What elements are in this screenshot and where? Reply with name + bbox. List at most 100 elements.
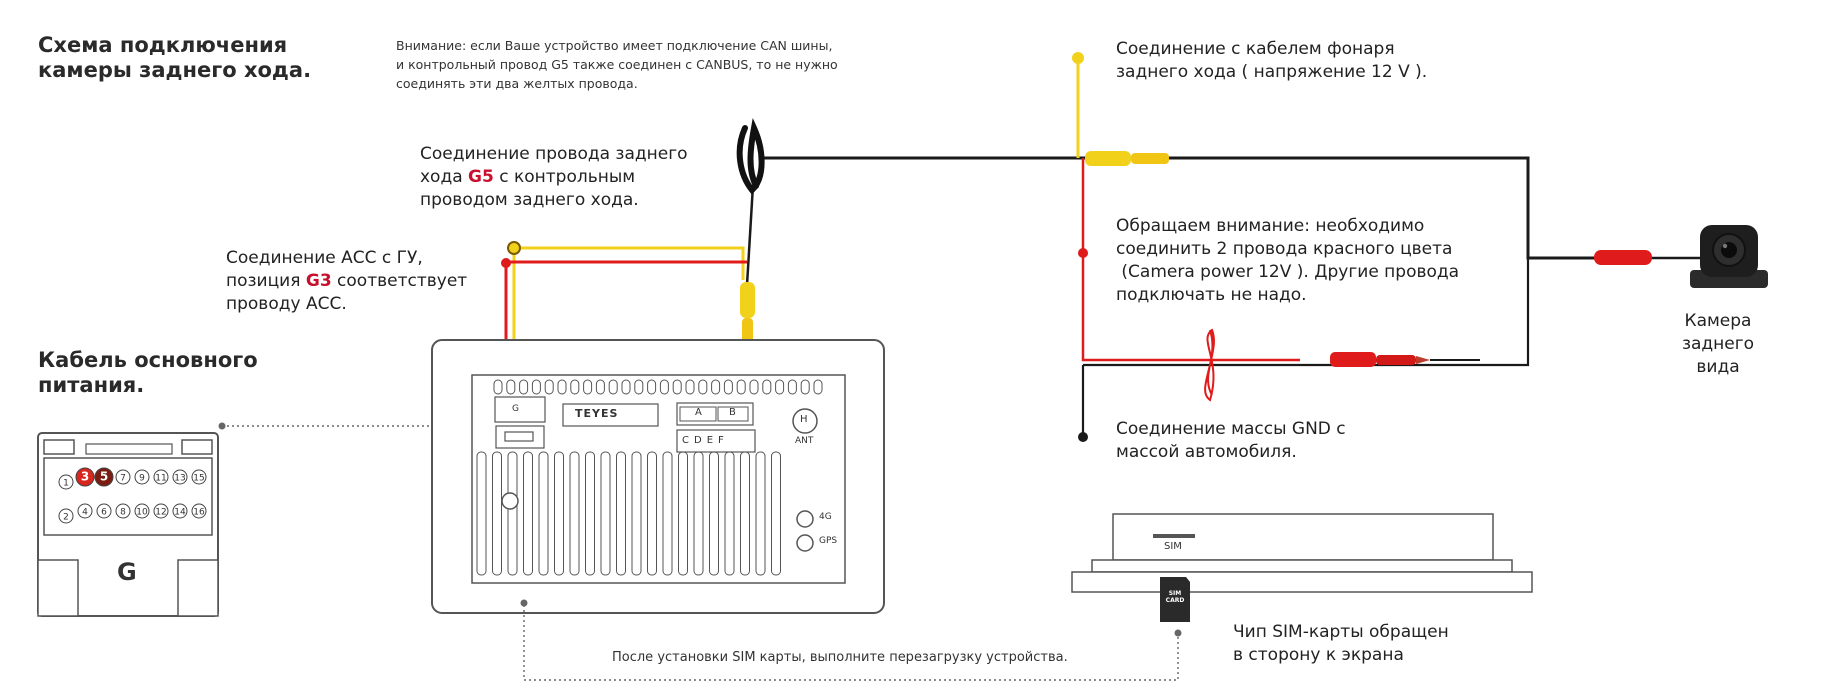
- vent-slot: [787, 379, 797, 395]
- vent-slot: [476, 451, 487, 576]
- port-b-label: B: [729, 407, 736, 418]
- sim-dotted-lead: [523, 605, 1179, 681]
- vent-slot: [662, 451, 673, 576]
- yellow-acc-point: [507, 241, 521, 255]
- vent-slot: [531, 379, 541, 395]
- vent-slot: [775, 379, 785, 395]
- vent-slot: [621, 379, 631, 395]
- sim-chip-note-line1: Чип SIM-карты обращен: [1233, 622, 1449, 642]
- vent-slots-bottom: [476, 451, 781, 576]
- acc-note: Соединение АСС с ГУ, позиция G3 соответс…: [226, 247, 467, 316]
- camera-label-line2: вида: [1696, 357, 1740, 377]
- can-bus-warning: Внимание: если Ваше устройство имеет под…: [396, 36, 838, 93]
- connector-pin-label-4: 4: [82, 508, 88, 518]
- vent-slot: [506, 379, 516, 395]
- sim-lead-dot-tray: [1174, 629, 1182, 637]
- port-g-label: G: [512, 404, 519, 414]
- warning-line1: Внимание: если Ваше устройство имеет под…: [396, 38, 833, 53]
- vent-slot: [544, 379, 554, 395]
- camera-red-connector: [1594, 250, 1652, 265]
- connector-pin-5: [94, 467, 114, 487]
- red-point: [1078, 248, 1088, 258]
- connector-pin-label-13: 13: [174, 474, 185, 484]
- sim-lead-dot-unit: [520, 599, 528, 607]
- vent-slot: [723, 379, 733, 395]
- vent-slot: [736, 379, 746, 395]
- main-cable-title-line2: питания.: [38, 373, 145, 397]
- connector-pin-12: [153, 503, 169, 519]
- yellow-connector-vertical-top: [740, 282, 755, 318]
- gnd-note-line2: массой автомобиля.: [1116, 442, 1297, 462]
- warning-line2: и контрольный провод G5 также соединен с…: [396, 57, 838, 72]
- black-wire-gnd: [1083, 258, 1530, 367]
- main-cable-title: Кабель основного питания.: [38, 348, 258, 398]
- vent-slot: [693, 451, 704, 576]
- vent-slot: [570, 379, 580, 395]
- vent-slot: [678, 451, 688, 576]
- rear-camera: [1690, 225, 1768, 288]
- rear-light-note-line1: Соединение с кабелем фонаря: [1116, 39, 1395, 59]
- diagram-title-line1: Схема подключения: [38, 33, 288, 57]
- connector-pin-label-9: 9: [139, 474, 145, 484]
- yellow-wire-acc: [512, 246, 745, 388]
- sim-reboot-note: После установки SIM карты, выполните пер…: [612, 650, 1068, 665]
- sim-slot-label: SIM: [1164, 541, 1182, 552]
- vent-slot: [557, 379, 567, 395]
- vent-slot: [813, 379, 823, 395]
- vent-slot: [519, 379, 529, 395]
- vent-slot: [569, 451, 580, 576]
- connector-pin-label-3: 3: [81, 470, 89, 484]
- gnd-point: [1078, 432, 1088, 442]
- connector-pin-14: [172, 503, 188, 519]
- camera-label: Камера заднего вида: [1648, 310, 1788, 379]
- acc-note-line2: позиция G3 соответствует: [226, 271, 468, 291]
- g3-label: G3: [305, 271, 332, 291]
- connector-pin-8: [115, 503, 131, 519]
- vent-slot: [711, 379, 721, 395]
- connector-pin-label-2: 2: [63, 513, 69, 523]
- red-connector-tip: [1416, 356, 1430, 364]
- camera-label-line1: Камера заднего: [1681, 311, 1755, 354]
- vent-slots-top: [493, 379, 823, 395]
- connector-pin-label-15: 15: [193, 474, 204, 484]
- black-cable-coil: [736, 118, 765, 195]
- label-gps: GPS: [819, 536, 838, 546]
- sim-card-label: SIM CARD: [1165, 590, 1185, 604]
- vent-slot: [507, 451, 518, 576]
- connector-pin-11: [153, 469, 169, 485]
- vent-slot: [634, 379, 644, 395]
- connector-pin-label-6: 6: [101, 508, 107, 518]
- rear-light-note-line2: заднего хода ( напряжение 12 V ).: [1116, 62, 1428, 82]
- connector-pin-label-14: 14: [174, 508, 186, 518]
- acc-note-line1: Соединение АСС с ГУ,: [226, 248, 423, 268]
- vent-slot: [647, 451, 657, 576]
- g5-note: Соединение провода заднего хода G5 с кон…: [420, 143, 688, 212]
- attention-line2: соединить 2 провода красного цвета: [1116, 239, 1453, 259]
- vent-slot: [616, 451, 626, 576]
- label-4g: 4G: [819, 512, 832, 522]
- connector-pin-7: [115, 469, 131, 485]
- connector-pin-15: [191, 469, 207, 485]
- warning-line3: соединять эти два желтых провода.: [396, 76, 638, 91]
- vent-slot: [538, 451, 549, 576]
- rear-light-note: Соединение с кабелем фонаря заднего хода…: [1116, 38, 1427, 84]
- connector-pin-label-12: 12: [155, 508, 166, 518]
- sim-chip-note: Чип SIM-карты обращен в сторону к экрана: [1233, 621, 1449, 667]
- vent-slot: [749, 379, 759, 395]
- ant-label: ANT: [795, 436, 814, 446]
- connector-lead-dot: [218, 422, 226, 430]
- yellow-connector-left: [1085, 151, 1131, 166]
- vent-slot: [554, 451, 564, 576]
- antenna-label: H: [800, 414, 808, 425]
- yellow-top-point: [1072, 52, 1084, 64]
- vent-slot: [771, 451, 781, 576]
- attention-line4: подключать не надо.: [1116, 285, 1307, 305]
- vent-slot: [698, 379, 708, 395]
- vent-slot: [523, 451, 533, 576]
- connector-pin-16: [191, 503, 207, 519]
- connector-pin-4: [77, 503, 93, 519]
- acc-note-line3: проводу АСС.: [226, 294, 347, 314]
- connector-pin-label-1: 1: [63, 479, 69, 489]
